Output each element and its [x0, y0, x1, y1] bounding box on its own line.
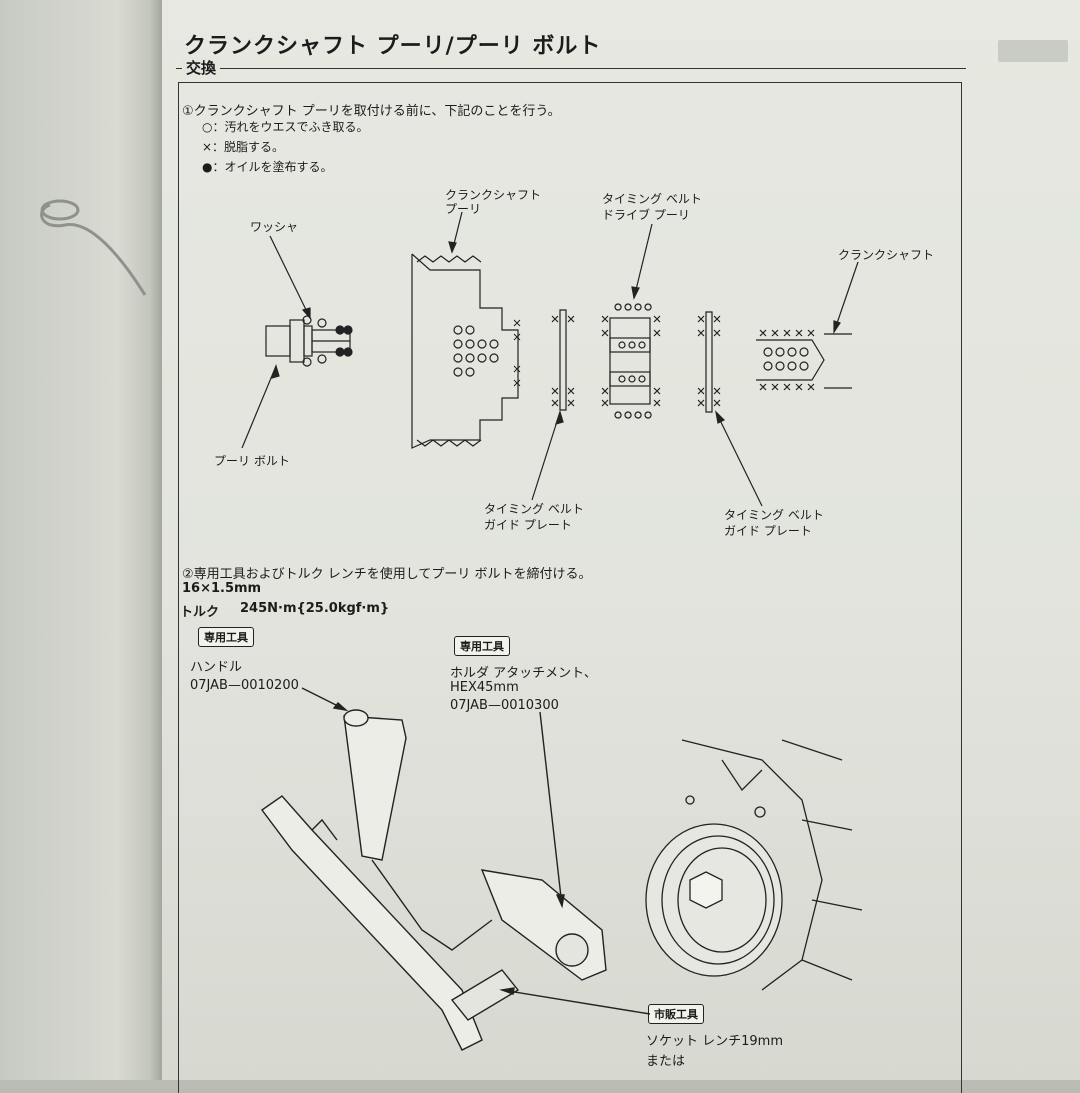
legend-degrease: ×：脱脂する。 [202, 140, 285, 154]
drive-pulley-label-2: ドライブ プーリ [602, 208, 690, 222]
legend-wipe: ○：汚れをウエスでふき取る。 [202, 120, 369, 134]
torque-label: トルク [180, 605, 220, 620]
socket-or: または [646, 1054, 686, 1069]
engine-pulley-drawing [645, 739, 863, 991]
commercial-tool-badge: 市販工具 [648, 1004, 704, 1024]
guide-plate-1-label-1: タイミング ベルト [484, 502, 584, 516]
bolt-size: 16×1.5mm [182, 581, 262, 596]
pulley-bolt-drawing [241, 235, 353, 449]
guide-plate-1-drawing [531, 309, 575, 501]
washer-label: ワッシャ [250, 220, 299, 234]
crankshaft-label: クランクシャフト [838, 248, 935, 262]
guide-plate-2-drawing [697, 311, 763, 507]
guide-plate-2-label-1: タイミング ベルト [724, 508, 824, 522]
crankshaft-end-drawing [756, 261, 859, 391]
guide-plate-2-label-2: ガイド プレート [724, 524, 812, 538]
handle-part-number: 07JAB—0010200 [190, 678, 299, 693]
handle-name: ハンドル [190, 660, 243, 675]
technical-drawings [241, 211, 863, 1051]
step2-text: ②専用工具およびトルク レンチを使用してプーリ ボルトを締付ける。 [182, 567, 592, 582]
degrease-marks-pulley [513, 319, 521, 387]
content-frame [178, 82, 962, 1093]
chapter-tab [998, 40, 1068, 62]
crankshaft-pulley-label-2: プーリ [445, 202, 482, 216]
torque-value: 245N·m{25.0kgf·m} [240, 601, 390, 616]
left-page [0, 0, 168, 1080]
legend-oil: ●：オイルを塗布する。 [202, 160, 333, 174]
section-rule [176, 68, 966, 69]
holder-part-number: 07JAB—0010300 [450, 698, 559, 713]
holder-tool-badge: 専用工具 [454, 636, 510, 656]
crankshaft-pulley-drawing [411, 211, 519, 449]
guide-plate-1-label-2: ガイド プレート [484, 518, 572, 532]
holder-name: ホルダ アタッチメント、 [450, 666, 597, 681]
drive-pulley-label-1: タイミング ベルト [602, 192, 702, 206]
section-label: 交換 [182, 57, 221, 78]
drive-pulley-drawing [601, 223, 661, 419]
crankshaft-pulley-label-1: クランクシャフト [445, 188, 542, 202]
binder-clip-icon [40, 199, 147, 296]
holder-size: HEX45mm [450, 680, 519, 695]
socket-wrench-name: ソケット レンチ19mm [646, 1034, 784, 1049]
special-tools-drawing [261, 687, 651, 1051]
page-title: クランクシャフト プーリ/プーリ ボルト [184, 34, 602, 59]
step1-text: ①クランクシャフト プーリを取付ける前に、下記のことを行う。 [182, 104, 561, 119]
manual-page: クランクシャフト プーリ/プーリ ボルト 交換 ①クランクシャフト プーリを取付… [162, 0, 1080, 1093]
pulley-bolt-label: プーリ ボルト [214, 454, 290, 468]
special-tool-badge: 専用工具 [198, 627, 254, 647]
